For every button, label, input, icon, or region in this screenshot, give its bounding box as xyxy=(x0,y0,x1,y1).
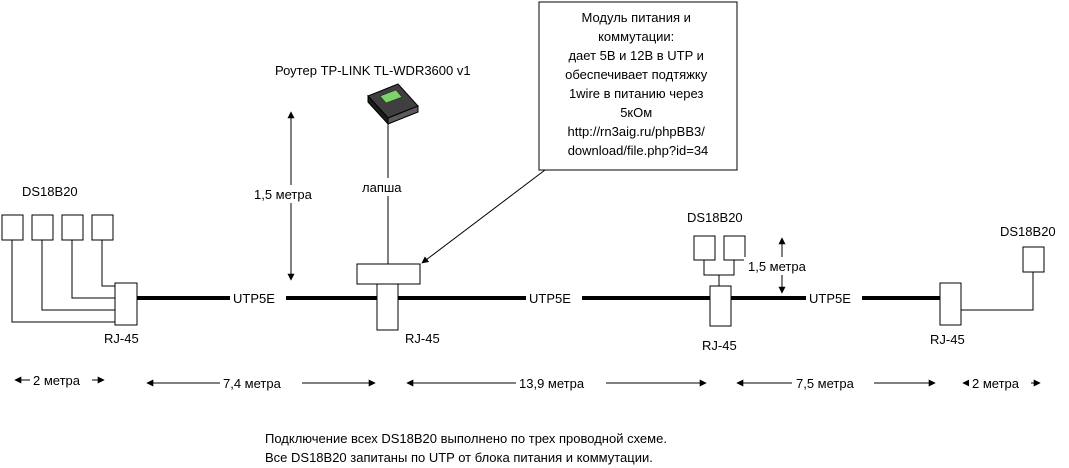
rj45-connector-3 xyxy=(709,285,732,327)
sensor-box-left-2 xyxy=(31,214,54,241)
callout-line-4: обеспечивает подтяжку xyxy=(565,67,708,82)
sensor-box-left-3 xyxy=(61,214,84,241)
utp-label-3: UTP5E xyxy=(809,291,851,306)
callout-line-2: коммутации: xyxy=(598,29,674,44)
sensor-wires-mid xyxy=(703,260,735,286)
sensor-box-left-1 xyxy=(1,214,24,241)
callout-line-3: дает 5В и 12В в UTP и xyxy=(568,48,703,63)
power-module-box xyxy=(356,263,421,285)
distance-label-5: 2 метра xyxy=(972,376,1020,391)
callout-line-7: http://rn3aig.ru/phpBB3/ xyxy=(568,124,706,139)
router-label: Роутер TP-LINK TL-WDR3600 v1 xyxy=(275,63,471,78)
sensor-wires-left xyxy=(11,240,115,323)
callout-text: Модуль питания и коммутации: дает 5В и 1… xyxy=(565,10,711,158)
distance-label-4: 7,5 метра xyxy=(796,376,855,391)
footnote-line-1: Подключение всех DS18B20 выполнено по тр… xyxy=(265,431,667,446)
rj45-connector-2 xyxy=(376,283,399,331)
height-label-right: 1,5 метра xyxy=(748,259,807,274)
rj45-label-4: RJ-45 xyxy=(930,332,965,347)
sensor-box-left-4 xyxy=(91,214,114,241)
sensor-label-left: DS18B20 xyxy=(22,184,78,199)
utp-label-2: UTP5E xyxy=(529,291,571,306)
callout-box xyxy=(538,1,738,171)
callout-line-8: download/file.php?id=34 xyxy=(568,143,709,158)
sensor-box-mid-2 xyxy=(723,235,746,261)
sensor-label-mid: DS18B20 xyxy=(687,210,743,225)
sensor-label-right: DS18B20 xyxy=(1000,224,1056,239)
callout-pointer xyxy=(421,169,546,264)
callout-line-1: Модуль питания и xyxy=(581,10,690,25)
footnote-line-2: Все DS18B20 запитаны по UTP от блока пит… xyxy=(265,450,653,465)
height-label-left: 1,5 метра xyxy=(254,187,313,202)
rj45-label-3: RJ-45 xyxy=(702,338,737,353)
callout-line-5: 1wire в питанию через xyxy=(569,86,704,101)
distance-label-1: 2 метра xyxy=(33,373,81,388)
rj45-label-2: RJ-45 xyxy=(405,331,440,346)
rj45-connector-4 xyxy=(939,282,962,326)
rj45-connector-1 xyxy=(114,282,138,326)
sensor-wire-right xyxy=(961,272,1034,311)
sensor-box-right xyxy=(1022,246,1045,273)
sensor-box-mid-1 xyxy=(693,235,716,261)
callout-line-6: 5кОм xyxy=(620,105,652,120)
lapsha-label: лапша xyxy=(362,180,402,195)
router-icon xyxy=(367,83,419,126)
rj45-label-1: RJ-45 xyxy=(104,331,139,346)
distance-label-2: 7,4 метра xyxy=(223,376,282,391)
utp-label-1: UTP5E xyxy=(233,291,275,306)
distance-label-3: 13,9 метра xyxy=(519,376,585,391)
